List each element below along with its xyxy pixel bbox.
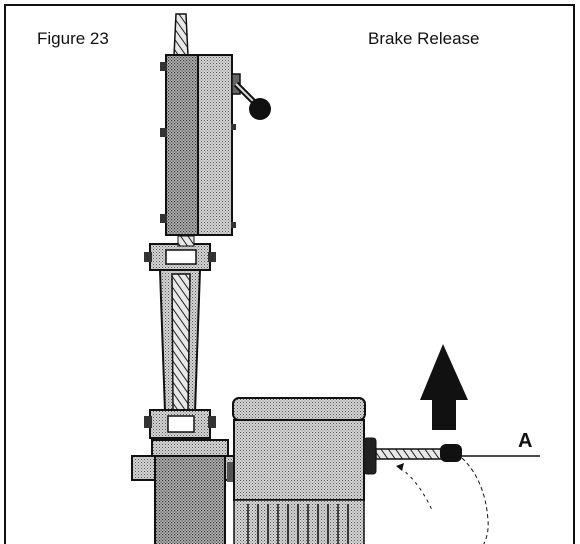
figure-title: Brake Release	[368, 29, 480, 48]
gearbox-base	[131, 439, 243, 544]
lower-coupling	[144, 409, 216, 439]
callout-leader	[396, 455, 540, 544]
rod-grip-icon	[440, 444, 462, 462]
upper-coupling	[144, 235, 216, 271]
cable-top	[173, 13, 189, 57]
shaft-tube	[158, 269, 202, 413]
pull-direction-arrow-icon	[420, 344, 468, 430]
brake-motor	[232, 397, 377, 544]
callout-label-a: A	[518, 430, 533, 452]
figure-number: Figure 23	[37, 29, 109, 48]
motor-fins	[233, 499, 365, 544]
rotation-arrowhead-icon	[396, 463, 404, 471]
control-housing	[160, 54, 236, 236]
release-lever	[231, 73, 271, 120]
lever-knob-icon	[249, 98, 271, 120]
figure-frame	[4, 4, 575, 544]
release-rod	[375, 444, 462, 462]
